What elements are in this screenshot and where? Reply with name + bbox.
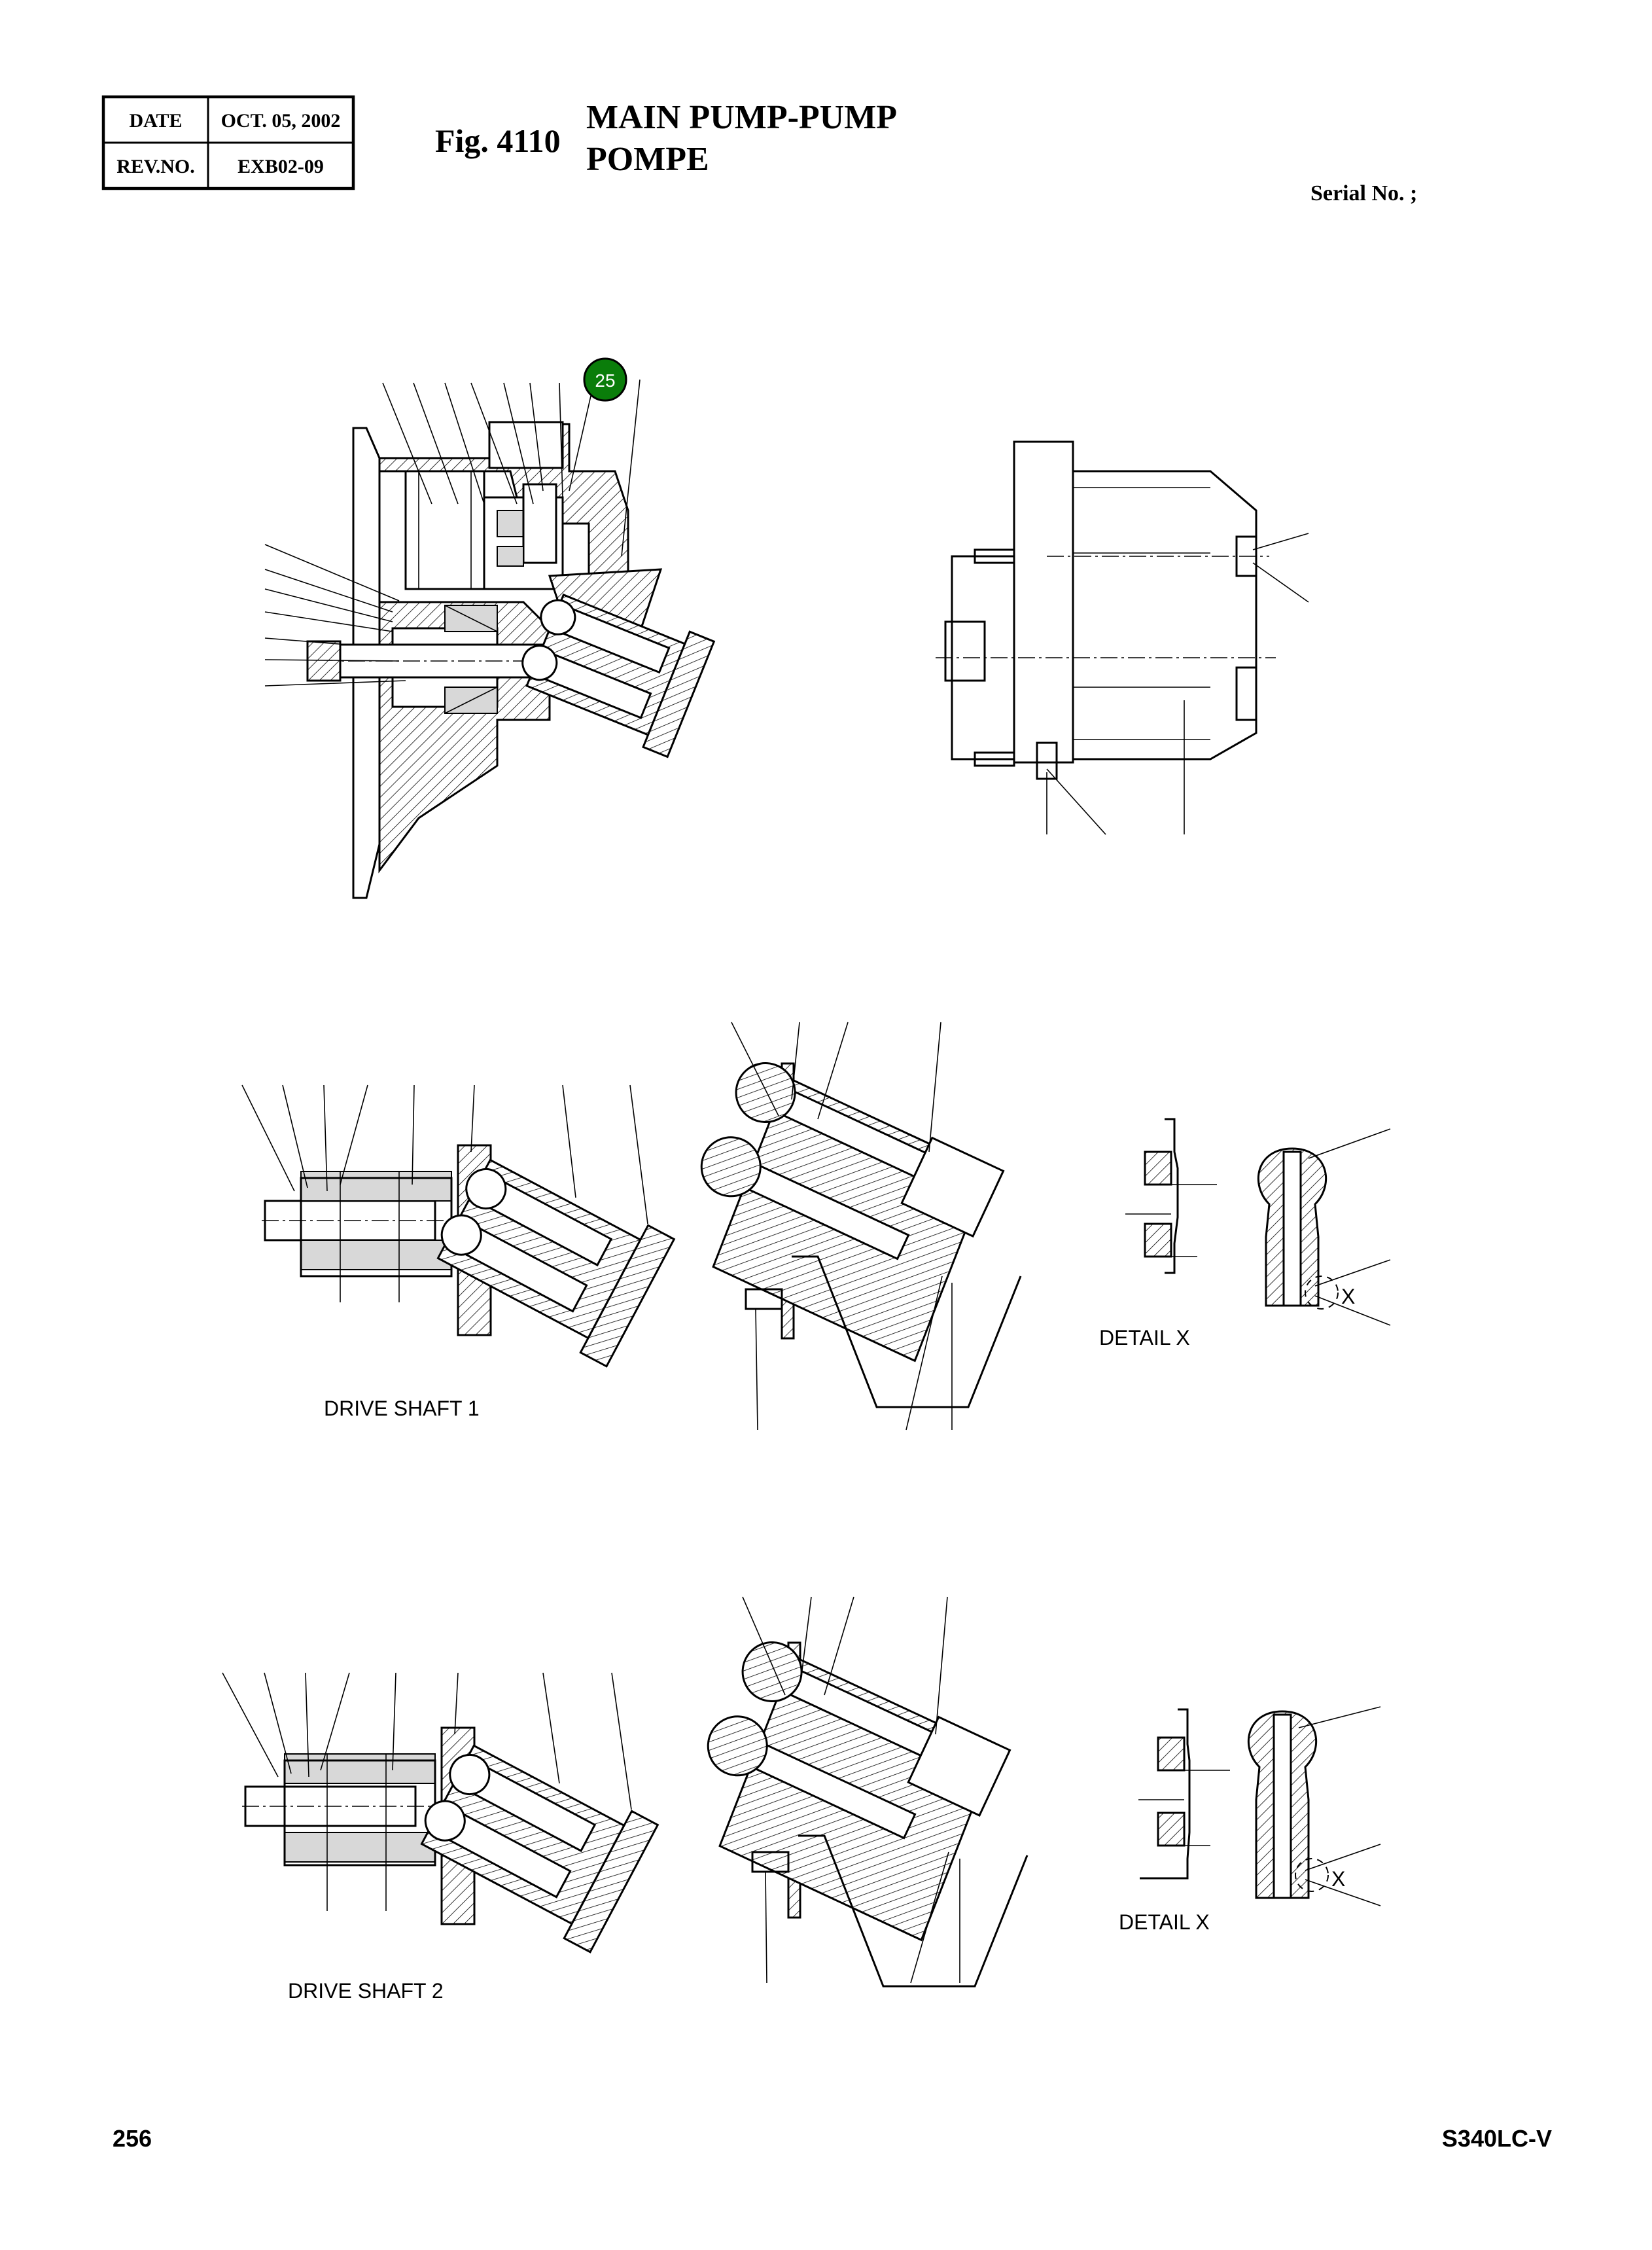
- title-line-2: POMPE: [586, 141, 709, 178]
- model-number: S340LC-V: [1442, 2125, 1552, 2152]
- date-value: OCT. 05, 2002: [221, 110, 341, 132]
- figure-number: Fig. 4110: [435, 122, 561, 159]
- callout-25-label: 25: [595, 370, 615, 391]
- x-mark-2: X: [1331, 1867, 1345, 1891]
- pump-section-view: 25: [264, 357, 716, 899]
- pump-side-view: [936, 440, 1309, 835]
- serial-number-label: Serial No. ;: [1310, 181, 1417, 205]
- caption-detail-x-1: DETAIL X: [1099, 1326, 1190, 1349]
- detail-x-2: X DETAIL X: [1119, 1706, 1381, 1934]
- page-number: 256: [113, 2125, 152, 2152]
- callout-25: [583, 357, 627, 402]
- drive-shaft-1-view: DRIVE SHAFT 1: [241, 1084, 676, 1420]
- drive-shaft-2-view: DRIVE SHAFT 2: [222, 1672, 659, 2003]
- x-mark-1: X: [1341, 1285, 1355, 1308]
- rev-label: REV.NO.: [116, 156, 194, 177]
- caption-drive-shaft-1: DRIVE SHAFT 1: [324, 1397, 480, 1420]
- title-line-1: MAIN PUMP-PUMP: [586, 99, 897, 136]
- cylinder-section-1: [700, 1022, 1022, 1431]
- detail-x-1: X DETAIL X: [1099, 1118, 1391, 1349]
- cylinder-section-2: [707, 1596, 1028, 1988]
- rev-value: EXB02-09: [237, 156, 324, 177]
- date-label: DATE: [129, 110, 182, 132]
- caption-detail-x-2: DETAIL X: [1119, 1910, 1210, 1934]
- caption-drive-shaft-2: DRIVE SHAFT 2: [288, 1979, 444, 2003]
- revision-table: DATE OCT. 05, 2002 REV.NO. EXB02-09: [101, 95, 355, 190]
